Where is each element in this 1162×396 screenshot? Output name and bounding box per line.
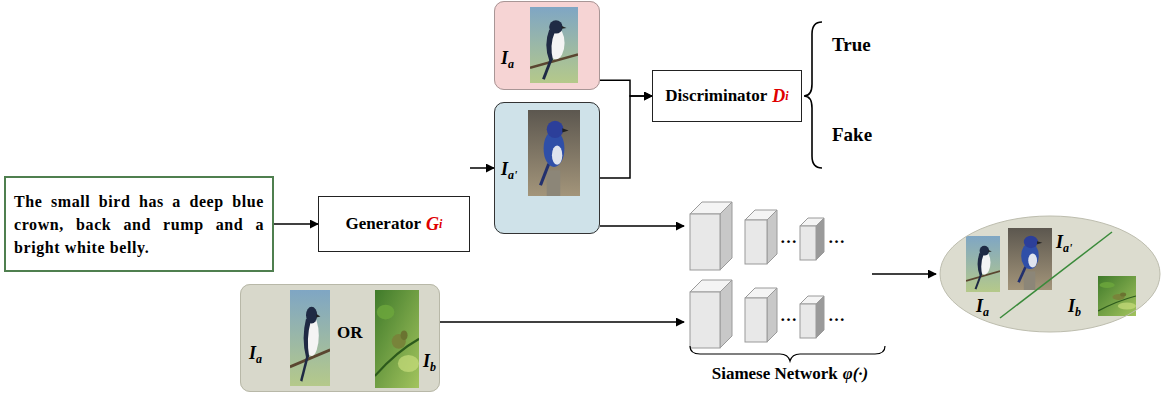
symbol-letter: G bbox=[426, 214, 439, 235]
generator-box: GeneratorGi bbox=[318, 196, 470, 252]
ellipsis: … bbox=[828, 306, 845, 326]
text-group: Ib bbox=[1068, 296, 1081, 320]
bird-photo bbox=[528, 110, 580, 196]
symbol-letter: D bbox=[772, 86, 785, 107]
connector bbox=[274, 223, 318, 225]
text-group: GeneratorGi bbox=[319, 197, 469, 251]
description-text: The small bird has a deep blue crown, ba… bbox=[14, 190, 264, 259]
connector bbox=[470, 167, 494, 169]
subscript: a bbox=[508, 57, 514, 71]
symbol-letter: I bbox=[501, 159, 508, 179]
subscript: i bbox=[785, 89, 788, 104]
ellipsis: … bbox=[780, 306, 797, 326]
image-panel: Ia OR Ib bbox=[240, 284, 440, 392]
text-group: Ia' bbox=[501, 159, 517, 183]
ellipse-outline bbox=[940, 216, 1160, 332]
text-group: Ia bbox=[249, 343, 262, 367]
symbol-letter: I bbox=[1056, 232, 1063, 252]
network-name: Siamese Network bbox=[712, 364, 838, 383]
ellipsis: … bbox=[828, 228, 845, 248]
bracket bbox=[690, 346, 885, 361]
connector bbox=[600, 80, 652, 96]
text-group: Ia bbox=[976, 296, 989, 320]
text-input-box: The small bird has a deep blue crown, ba… bbox=[4, 176, 274, 272]
network-symbol: φ(·) bbox=[843, 364, 869, 383]
symbol-letter: I bbox=[976, 296, 983, 316]
output-label: True bbox=[832, 34, 871, 56]
bird-photo bbox=[966, 236, 1000, 292]
subscript: b bbox=[1075, 305, 1081, 319]
brace bbox=[804, 22, 822, 168]
node-text: OR bbox=[337, 323, 363, 342]
embedding-space: Ia'IaIb bbox=[940, 216, 1160, 332]
text-group: Ia bbox=[501, 48, 514, 72]
node-text: Generator bbox=[346, 214, 422, 234]
text-group: The small bird has a deep blue crown, ba… bbox=[6, 178, 272, 270]
feature-arrows bbox=[440, 226, 936, 322]
text-group: Ib bbox=[423, 351, 436, 375]
bird-photo bbox=[1008, 228, 1052, 290]
network-blocks bbox=[690, 202, 824, 348]
symbol-letter: I bbox=[423, 351, 430, 371]
subscript: i bbox=[439, 217, 442, 232]
foliage-photo bbox=[375, 290, 419, 388]
bird-photo bbox=[290, 290, 330, 386]
subscript: a bbox=[256, 352, 262, 366]
subscript: a' bbox=[508, 168, 517, 182]
panel-ground bbox=[240, 284, 440, 392]
node-text: Discriminator bbox=[665, 86, 767, 106]
symbol-letter: I bbox=[1068, 296, 1075, 316]
panel-ground bbox=[494, 102, 600, 234]
output-label: Fake bbox=[832, 124, 872, 146]
symbol-letter: I bbox=[501, 48, 508, 68]
subscript: b bbox=[430, 360, 436, 374]
foliage-photo bbox=[1098, 276, 1136, 316]
text-group: DiscriminatorDi bbox=[653, 71, 801, 121]
ellipse-ground bbox=[940, 216, 1160, 332]
subscript: a' bbox=[1063, 241, 1072, 255]
ellipsis: … bbox=[780, 228, 797, 248]
discriminator-box: DiscriminatorDi bbox=[652, 70, 802, 122]
connector bbox=[600, 96, 652, 178]
image-panel: Ia' bbox=[494, 102, 600, 234]
bird-photo bbox=[530, 7, 578, 83]
text-group: OR bbox=[337, 323, 363, 343]
image-panel: Ia bbox=[494, 1, 600, 90]
subscript: a bbox=[983, 305, 989, 319]
network-label: Siamese Network φ(·) bbox=[680, 364, 900, 384]
symbol-letter: I bbox=[249, 343, 256, 363]
divider-line bbox=[1000, 232, 1112, 318]
text-group: Ia' bbox=[1056, 232, 1072, 256]
panel-ground bbox=[494, 1, 600, 90]
